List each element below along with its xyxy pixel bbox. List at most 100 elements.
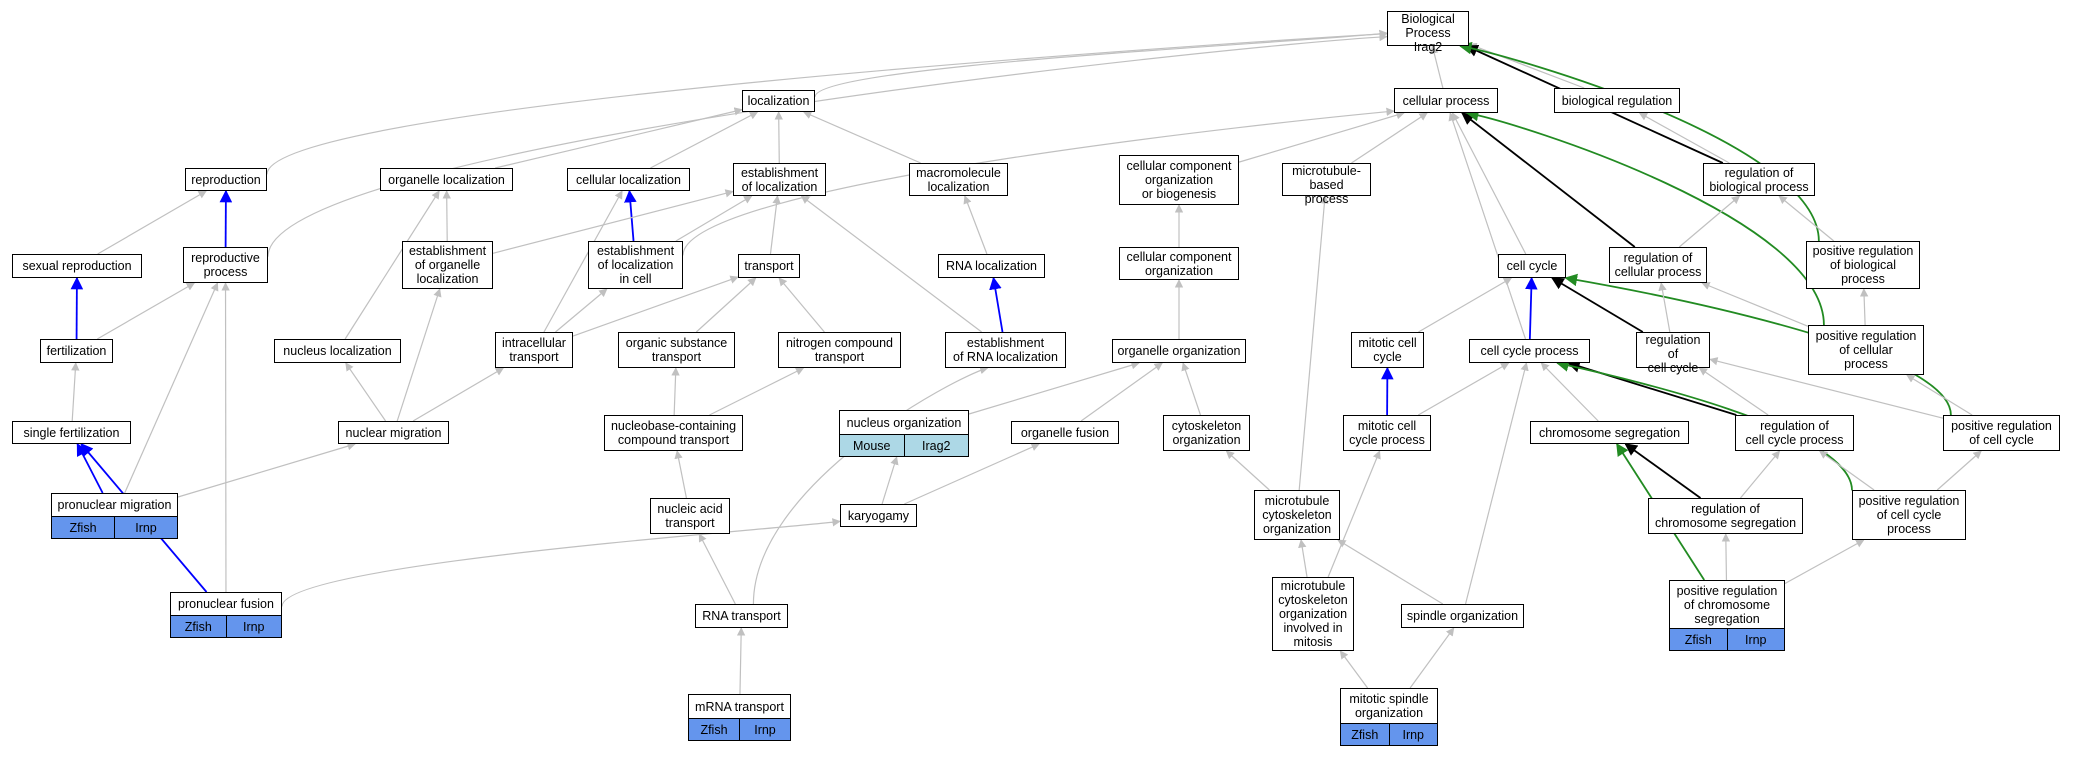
go-term-node[interactable]: macromolecule localization: [909, 163, 1008, 196]
edge-gray: [671, 367, 680, 416]
go-term-node[interactable]: reproduction: [185, 168, 267, 191]
go-term-node[interactable]: cell cycle process: [1469, 339, 1590, 363]
go-term-node[interactable]: organelle fusion: [1011, 421, 1119, 444]
go-term-node[interactable]: microtubule-based process: [1282, 163, 1371, 206]
edge-gray: [266, 29, 1388, 175]
go-term-node[interactable]: chromosome segregation: [1530, 421, 1689, 444]
go-term-label: organelle localization: [388, 172, 505, 187]
go-term-node[interactable]: transport: [738, 254, 800, 278]
go-term-node[interactable]: regulation of cellular process: [1609, 247, 1707, 283]
go-term-node[interactable]: mitotic cell cycle: [1351, 332, 1424, 368]
go-term-label: microtubule cytoskeleton organization in…: [1278, 579, 1348, 649]
go-term-node[interactable]: nitrogen compound transport: [778, 332, 901, 368]
go-term-node[interactable]: establishment of localization: [733, 163, 826, 196]
go-term-node[interactable]: establishment of localization in cell: [588, 241, 683, 289]
go-term-node[interactable]: cell cycle: [1498, 254, 1566, 278]
go-term-label: regulation of cell cycle process: [1745, 419, 1844, 447]
edge-gray: [1448, 112, 1527, 340]
go-term-node[interactable]: nucleic acid transport: [650, 498, 730, 534]
go-term-node[interactable]: microtubule cytoskeleton organization in…: [1272, 577, 1354, 651]
edge-gray: [736, 627, 746, 695]
go-term-node[interactable]: RNA transport: [695, 604, 788, 628]
edge-gray: [1238, 111, 1405, 163]
go-term-node[interactable]: regulation of chromosome segregation: [1648, 498, 1803, 534]
edge-gray: [1698, 367, 1769, 416]
go-term-node[interactable]: organelle localization: [380, 168, 513, 191]
edge-gray: [1721, 533, 1731, 581]
go-term-node[interactable]: microtubule cytoskeleton organization: [1254, 490, 1340, 540]
go-term-label: establishment of RNA localization: [953, 336, 1058, 364]
go-term-node[interactable]: RNA localization: [938, 254, 1045, 278]
go-term-node[interactable]: single fertilization: [12, 421, 131, 444]
go-term-node[interactable]: positive regulation of biological proces…: [1806, 241, 1920, 289]
go-term-node[interactable]: fertilization: [40, 339, 113, 363]
go-term-label: positive regulation of cellular process: [1815, 329, 1917, 371]
go-term-label: establishment of organelle localization: [408, 244, 487, 286]
go-term-label: nucleus localization: [283, 344, 392, 358]
go-term-label: cell cycle: [1506, 259, 1558, 273]
go-term-node[interactable]: biological regulation: [1554, 88, 1680, 113]
go-term-node[interactable]: positive regulation of chromosome segreg…: [1669, 580, 1785, 651]
edge-gray: [1298, 195, 1329, 491]
edge-gray: [345, 362, 387, 422]
go-term-label: cellular component organization or bioge…: [1126, 159, 1232, 201]
go-term-node[interactable]: nucleobase-containing compound transport: [604, 415, 743, 451]
go-term-node[interactable]: cellular localization: [567, 168, 690, 191]
go-term-label: positive regulation of chromosome segreg…: [1676, 583, 1778, 626]
go-term-node[interactable]: spindle organization: [1401, 604, 1524, 628]
go-term-node[interactable]: cellular process: [1394, 88, 1498, 113]
go-term-label: biological regulation: [1561, 93, 1673, 108]
go-term-node[interactable]: positive regulation of cell cycle: [1943, 415, 2060, 451]
go-term-node[interactable]: mitotic cell cycle process: [1343, 415, 1431, 451]
go-term-label: reproduction: [191, 172, 261, 187]
go-term-node[interactable]: cytoskeleton organization: [1163, 415, 1250, 451]
go-term-node[interactable]: establishment of organelle localization: [402, 241, 493, 289]
edge-blue: [624, 189, 637, 242]
go-term-node[interactable]: cellular component organization or bioge…: [1119, 155, 1239, 205]
edge-gray: [709, 367, 805, 416]
go-term-node[interactable]: regulation of cell cycle process: [1735, 415, 1854, 451]
go-term-node[interactable]: organic substance transport: [618, 332, 735, 368]
go-term-node[interactable]: positive regulation of cell cycle proces…: [1852, 490, 1966, 540]
edge-gray: [963, 195, 988, 255]
go-term-node[interactable]: sexual reproduction: [12, 254, 142, 278]
go-term-node[interactable]: reproductive process: [183, 247, 268, 283]
edge-gray: [412, 367, 505, 422]
go-term-node[interactable]: localization: [742, 90, 815, 112]
edge-gray: [698, 533, 736, 605]
edge-gray: [494, 107, 743, 169]
go-term-node[interactable]: organelle organization: [1112, 339, 1246, 363]
go-term-node[interactable]: establishment of RNA localization: [945, 332, 1066, 368]
go-term-node[interactable]: regulation of cell cycle: [1636, 332, 1710, 375]
go-term-node[interactable]: nucleus localization: [274, 339, 401, 363]
go-term-node[interactable]: positive regulation of cellular process: [1808, 325, 1924, 375]
species-tag: Zfish: [171, 616, 226, 637]
edge-gray: [1409, 627, 1455, 689]
go-term-label: chromosome segregation: [1538, 425, 1681, 440]
edge-black: [1624, 443, 1702, 499]
go-term-node[interactable]: intracellular transport: [495, 332, 573, 368]
go-term-label: microtubule cytoskeleton organization: [1262, 494, 1332, 536]
species-tag: Mouse: [840, 435, 904, 456]
go-term-node[interactable]: nuclear migration: [338, 421, 449, 444]
edge-gray: [1778, 195, 1835, 242]
go-term-node[interactable]: cellular component organization: [1119, 247, 1239, 280]
go-term-label: intracellular transport: [502, 336, 566, 364]
edge-gray: [1298, 539, 1308, 578]
go-term-label: mitotic cell cycle process: [1349, 419, 1425, 447]
go-term-node[interactable]: regulation of biological process: [1703, 163, 1815, 196]
go-term-node[interactable]: Biological Process Irag2: [1387, 11, 1469, 54]
edge-gray: [1784, 539, 1865, 584]
go-term-label: regulation of cellular process: [1614, 251, 1702, 279]
go-term-node[interactable]: karyogamy: [840, 504, 917, 527]
go-term-label: mitotic spindle organization: [1349, 692, 1429, 720]
